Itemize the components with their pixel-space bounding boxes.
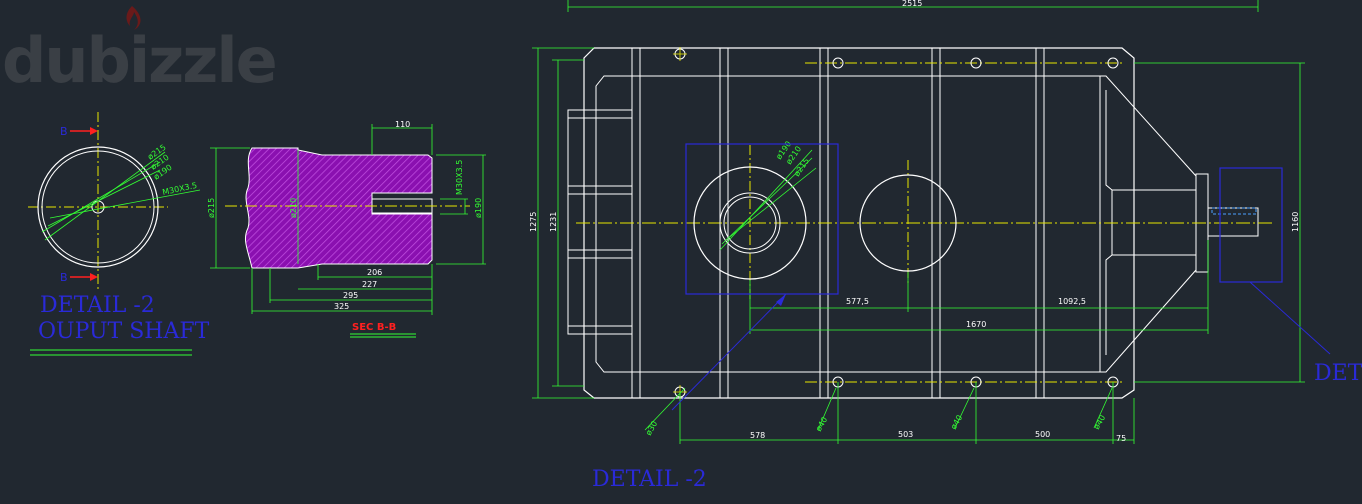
detail-callout-label: DETAIL -2 xyxy=(592,467,707,492)
height-1275: 1275 xyxy=(529,212,538,232)
bolt-spacing-dimension-lines xyxy=(644,382,1135,444)
bore-leaders xyxy=(719,149,817,251)
leader-lines xyxy=(41,151,201,241)
section-mark-top-label: B xyxy=(60,125,68,138)
main-view: 2515 xyxy=(529,0,1362,492)
detail-subtitle: OUPUT SHAFT xyxy=(38,319,210,344)
section-len-227: 227 xyxy=(362,280,377,289)
inner-circle xyxy=(41,150,155,264)
dim-1670: 1670 xyxy=(966,320,986,329)
section-len-295: 295 xyxy=(343,291,358,300)
dim-578: 578 xyxy=(750,431,765,440)
section-title: SEC B-B xyxy=(352,322,396,333)
detail-view: ø215 ø210 ø190 M30X3.5 B B DETAIL -2 OUP… xyxy=(28,112,210,356)
watermark: dubizzle xyxy=(2,6,278,97)
dim-503: 503 xyxy=(898,430,913,439)
section-dia-210: ø210 xyxy=(289,198,298,218)
housing-inner xyxy=(595,75,1101,373)
detail-circle-label-3: M30X3.5 xyxy=(162,181,198,197)
detail-right-label: DET xyxy=(1314,361,1362,386)
section-dimension-lines xyxy=(210,124,486,315)
dim-500: 500 xyxy=(1035,430,1050,439)
section-mark-bottom-label: B xyxy=(60,271,68,284)
watermark-flame-icon xyxy=(126,6,141,30)
dim-1092: 1092,5 xyxy=(1058,297,1086,306)
hole-label-40b: ø40 xyxy=(949,413,964,431)
output-taper xyxy=(1100,75,1197,373)
housing-outline xyxy=(583,47,1135,399)
section-mark-top: B xyxy=(60,125,98,138)
section-dim-110: 110 xyxy=(395,120,410,129)
hole-label-40a: ø40 xyxy=(814,415,829,433)
height-1160: 1160 xyxy=(1291,212,1300,232)
detail-leader-left xyxy=(671,293,787,411)
output-shaft-stub xyxy=(1207,207,1259,237)
section-len-206: 206 xyxy=(367,268,382,277)
detail-box-right xyxy=(1219,167,1283,283)
watermark-text: dubizzle xyxy=(2,24,276,97)
section-len-325: 325 xyxy=(334,302,349,311)
height-dimension-lines xyxy=(532,47,1305,399)
section-thread-label: M30X3.5 xyxy=(455,160,464,195)
bore-left-outer xyxy=(693,166,807,280)
bore-left-mid xyxy=(719,192,781,254)
output-keyway xyxy=(1211,207,1257,215)
hole-label-40c: ø40 xyxy=(1092,413,1107,431)
section-view: 110 M30X3.5 ø190 ø215 ø210 206 227 295 3… xyxy=(207,120,486,338)
height-1231: 1231 xyxy=(549,212,558,232)
hole-label-30: ø30 xyxy=(644,419,659,437)
detail-title: DETAIL -2 xyxy=(40,293,155,318)
detail-leader-right xyxy=(1249,281,1331,355)
dim-577: 577,5 xyxy=(846,297,869,306)
bolt-hole xyxy=(970,57,982,69)
bolt-hole xyxy=(1107,57,1119,69)
left-ribs xyxy=(567,48,641,398)
section-dia-190: ø190 xyxy=(474,198,483,218)
overall-width-label: 2515 xyxy=(902,0,922,8)
shaft-spacing-dimension-lines xyxy=(749,240,1209,334)
section-dia-215: ø215 xyxy=(207,198,216,218)
bore-middle xyxy=(859,174,957,272)
section-mark-bottom: B xyxy=(60,271,98,284)
detail-box-left xyxy=(685,143,839,295)
bore-left-inner xyxy=(723,196,777,250)
bolt-hole xyxy=(832,57,844,69)
outer-circle xyxy=(37,146,159,268)
dim-75: 75 xyxy=(1116,434,1126,443)
